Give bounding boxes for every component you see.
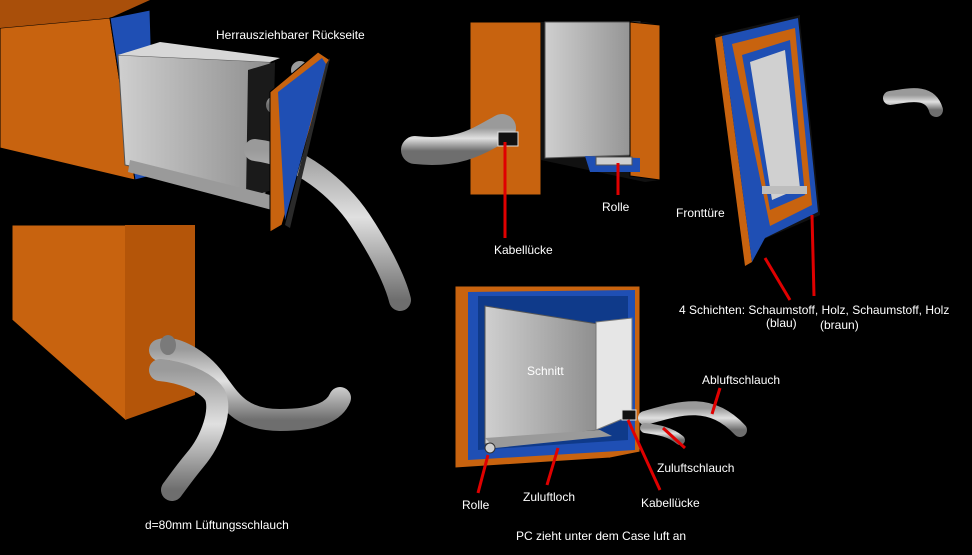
rolle-roller (595, 156, 633, 166)
hose-middle (401, 114, 516, 165)
door-window (750, 50, 800, 200)
pointer-blau (763, 257, 792, 301)
section-roller (484, 442, 496, 454)
label-rueckseite: Herrausziehbarer Rückseite (216, 28, 365, 42)
case-wood-front (125, 225, 195, 420)
label-rolle-bottom: Rolle (462, 498, 490, 512)
back-plate-edge (285, 58, 330, 228)
label-schnitt: Schnitt (527, 364, 564, 378)
pointer-abluftschlauch (710, 387, 722, 415)
hose-horizontal (149, 338, 351, 432)
hose-stub (883, 88, 943, 117)
label-footer: PC zieht unter dem Case luft an (516, 529, 687, 543)
pc-tray-top (118, 42, 280, 62)
label-kabelluecke-top: Kabellücke (494, 243, 553, 257)
label-schichten: 4 Schichten: Schaumstoff, Holz, Schaumst… (679, 303, 950, 317)
panel-schlauch (11, 224, 351, 501)
door-rail (762, 186, 807, 194)
label-kabelluecke-bottom: Kabellücke (641, 496, 700, 510)
label-braun: (braun) (820, 318, 859, 332)
tray-rail (128, 160, 272, 210)
wood-edge-middle (629, 21, 661, 181)
back-plate-foam (278, 58, 326, 220)
label-rolle-top: Rolle (602, 200, 630, 214)
label-zuluftschlauch: Zuluftschlauch (657, 461, 735, 475)
abluftschlauch-hose (638, 401, 747, 437)
door-wood-outer (715, 36, 752, 266)
label-abluftschlauch: Abluftschlauch (702, 373, 781, 387)
label-fronttuere: Fronttüre (676, 206, 725, 220)
cable-gap (497, 131, 519, 147)
section-rail (485, 430, 612, 448)
pointer-braun (810, 214, 816, 297)
hose-opening (160, 335, 176, 355)
section-cable-gap (621, 409, 637, 421)
tray-shadow (246, 62, 275, 198)
label-blau: (blau) (766, 316, 797, 330)
hose-down (149, 359, 229, 501)
pointer-zuluftschlauch (661, 426, 687, 450)
label-zuluftloch: Zuluftloch (523, 490, 576, 504)
pointer-kabelluecke-bottom (626, 419, 662, 491)
case-wood-top (0, 0, 150, 28)
pointer-zuluftloch (545, 447, 560, 486)
pointer-rolle-bottom (476, 454, 490, 494)
panel-fronttuere (715, 15, 943, 301)
panel-rueckseite (0, 0, 411, 311)
section-pc-tray (484, 305, 599, 445)
panel-kabel (401, 21, 661, 238)
label-schlauch: d=80mm Lüftungsschlauch (145, 518, 289, 532)
pc-tray-middle (544, 21, 641, 159)
panel-schnitt (454, 285, 747, 494)
zuluftschlauch-hose (640, 423, 685, 445)
